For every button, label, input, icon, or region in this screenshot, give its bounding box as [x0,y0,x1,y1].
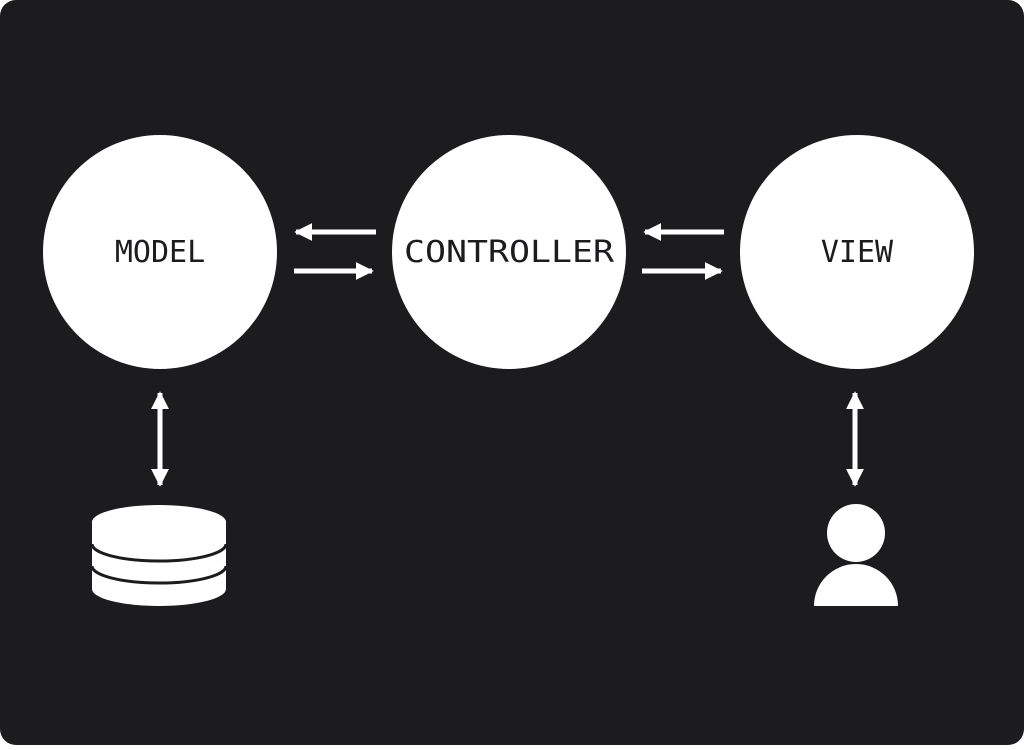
controller-node: CONTROLLER [392,135,626,369]
view-circle [740,135,974,369]
model-circle [43,135,277,369]
database-icon [90,505,228,606]
controller-label: CONTROLLER [404,235,615,270]
user-icon [814,504,898,606]
view-node: VIEW [740,135,974,369]
model-node: MODEL [43,135,277,369]
controller-circle [392,135,626,369]
model-label: MODEL [115,235,205,270]
view-label: VIEW [821,235,894,270]
